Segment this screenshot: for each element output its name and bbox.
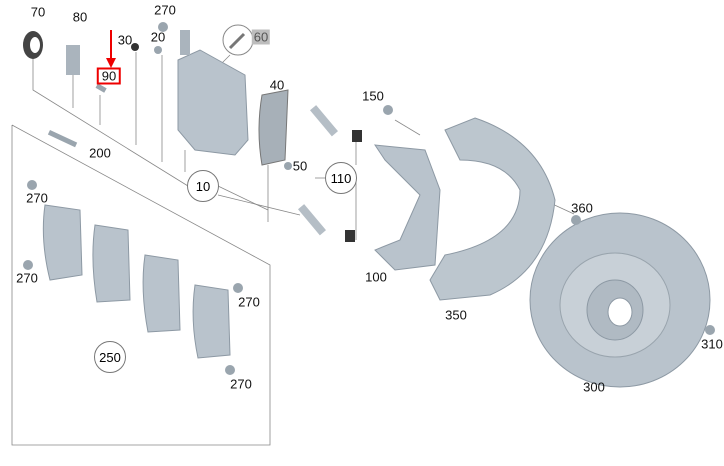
label-270: 270 (238, 294, 260, 310)
label-270: 270 (26, 190, 48, 206)
guide-pin-upper (310, 105, 338, 137)
label-30: 30 (117, 32, 133, 48)
label-270: 270 (154, 2, 176, 18)
label-50: 50 (292, 158, 308, 174)
label-310: 310 (701, 336, 723, 352)
label-10: 10 (187, 170, 219, 202)
label-110: 110 (325, 162, 357, 194)
leader-lines (11, 52, 706, 446)
label-40: 40 (269, 77, 285, 93)
wrench-glyph-icon (228, 32, 246, 50)
brake-pads-250 (42, 204, 231, 359)
label-150: 150 (362, 88, 384, 104)
label-350: 350 (445, 307, 467, 323)
splash-shield-350 (429, 117, 556, 301)
label-250: 250 (94, 341, 126, 373)
label-300: 300 (583, 379, 605, 395)
label-20: 20 (150, 29, 166, 45)
brake-pad (42, 204, 83, 281)
brake-pad (92, 224, 131, 303)
seal-ring-hole (30, 37, 40, 53)
brake-pad (192, 284, 231, 359)
pad-shim-40 (258, 89, 289, 166)
label-270: 270 (16, 270, 38, 286)
bleed-nipple (180, 30, 190, 55)
pin-boot-lower (345, 230, 355, 242)
label-360: 360 (571, 200, 593, 216)
spring-clip-80 (66, 45, 80, 75)
label-70: 70 (30, 4, 46, 20)
red-arrow-head-icon (106, 58, 116, 68)
label-90-highlighted[interactable]: 90 (96, 67, 122, 85)
disc-center-hole (607, 297, 633, 327)
bolts (23, 22, 715, 375)
label-270: 270 (230, 376, 252, 392)
label-200: 200 (89, 145, 111, 161)
brake-pad (142, 254, 181, 333)
wear-sensor-200 (47, 130, 78, 148)
caliper-housing (177, 49, 249, 156)
bolt-90 (95, 83, 107, 93)
caliper-carrier-100 (373, 144, 441, 271)
pin-boot-upper (352, 130, 362, 142)
label-100: 100 (365, 269, 387, 285)
guide-pin-lower (298, 204, 326, 236)
label-60[interactable]: 60 (251, 29, 271, 45)
label-80: 80 (72, 9, 88, 25)
